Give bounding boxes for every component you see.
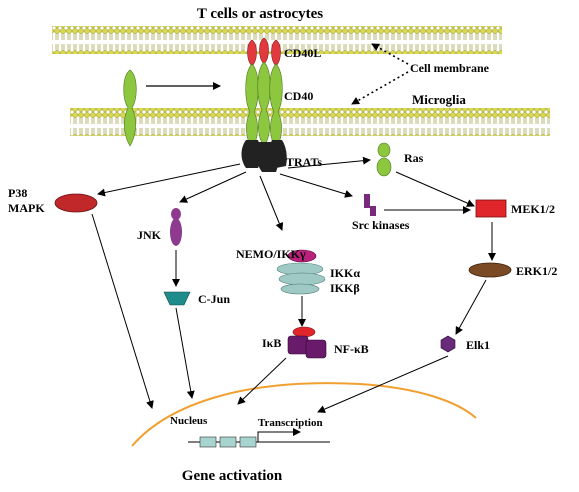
erk-to-elk1-arrow bbox=[455, 279, 487, 335]
jnk-protein bbox=[170, 208, 182, 246]
mek-label: MEK1/2 bbox=[511, 202, 555, 216]
erk-label: ERK1/2 bbox=[516, 264, 557, 278]
gene-activation-label: Gene activation bbox=[182, 468, 283, 484]
ikkb-label: IKKβ bbox=[330, 281, 360, 295]
trats-output-arrows bbox=[97, 156, 475, 231]
jnk-label: JNK bbox=[137, 228, 162, 242]
cell-membrane-label: Cell membrane bbox=[410, 61, 490, 75]
src-kinases-label: Src kinases bbox=[352, 218, 410, 232]
ikk-complex bbox=[276, 262, 326, 295]
nemo-label: NEMO/IKKγ bbox=[236, 247, 306, 261]
microglia-membrane bbox=[70, 108, 550, 136]
p38-label-line1: P38 bbox=[8, 186, 27, 200]
cd40l-label: CD40L bbox=[284, 46, 321, 60]
erk-protein bbox=[468, 262, 512, 278]
nemo-protein bbox=[287, 249, 317, 263]
free-cd40-receptor bbox=[123, 69, 137, 147]
ikka-label: IKKα bbox=[330, 266, 360, 280]
top-cells-label: T cells or astrocytes bbox=[197, 6, 323, 22]
gene-dna bbox=[188, 436, 330, 448]
cjun-label: C-Jun bbox=[198, 292, 230, 306]
mek-protein bbox=[475, 199, 507, 218]
ras-label: Ras bbox=[404, 151, 424, 165]
ras-protein bbox=[376, 142, 392, 177]
cd40-label: CD40 bbox=[284, 89, 313, 103]
p38-mapk-protein bbox=[54, 193, 98, 213]
nucleus-envelope bbox=[131, 382, 477, 447]
elk1-protein bbox=[440, 335, 456, 353]
elk1-label: Elk1 bbox=[466, 338, 490, 352]
transcription-start-arrow bbox=[257, 428, 301, 442]
src-kinases-protein bbox=[364, 194, 376, 216]
nfkb-label: NF-κB bbox=[334, 342, 369, 356]
ikb-label: IκB bbox=[262, 336, 281, 350]
p38-label-line2: MAPK bbox=[8, 201, 45, 215]
nfkb-protein bbox=[287, 335, 327, 359]
cjun-protein bbox=[163, 291, 191, 306]
trats-complex bbox=[241, 140, 287, 172]
microglia-label: Microglia bbox=[412, 92, 466, 107]
nuclear-entry-arrows bbox=[91, 213, 449, 413]
membrane-pointer-bottom bbox=[351, 71, 409, 105]
nucleus-label: Nucleus bbox=[170, 415, 208, 427]
transcription-label: Transcription bbox=[258, 417, 323, 429]
ikb-protein bbox=[292, 326, 316, 338]
cd40-receptor bbox=[245, 61, 283, 149]
membrane-pointer-top bbox=[371, 43, 409, 65]
